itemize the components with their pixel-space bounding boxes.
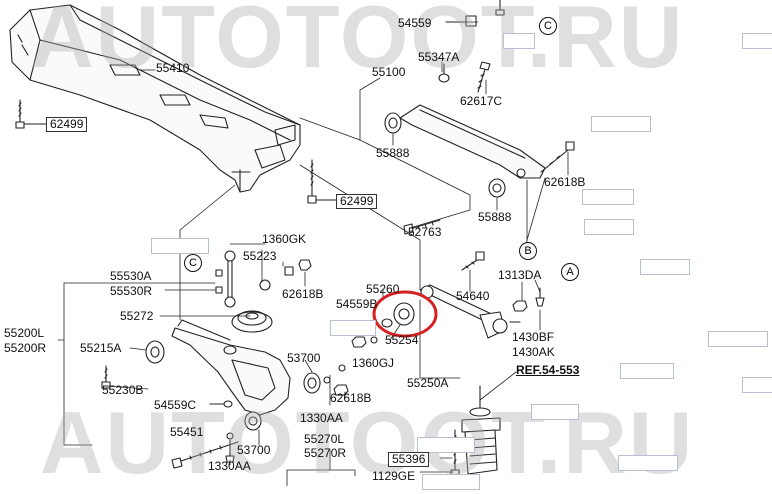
part-label: 55530R [110,284,153,298]
part-label: 53700 [237,443,271,457]
washer-54559C [209,400,233,408]
blank-box [708,331,768,347]
ref-circle-c-left: C [184,254,202,272]
upper-control-arm [384,104,575,198]
nut-54559B [351,318,393,348]
washer-and-bolt-upper [438,61,491,93]
part-label: 53700 [287,351,321,365]
part-label: 54640 [456,289,490,303]
part-label: 1360GJ [352,356,395,370]
part-label: 55888 [376,146,410,160]
blank-box [742,33,772,49]
blank-box [584,219,634,235]
bolt-55451 [171,441,239,469]
bolt-55230B [101,365,111,389]
part-label: 55530A [110,269,152,283]
bushing-53700-upper [303,372,331,394]
ref-circle-a: A [561,263,579,281]
subframe-crossmember [9,4,301,193]
part-label: 62618B [282,287,324,301]
part-label: 55254 [385,333,419,347]
blank-box [640,259,690,275]
blank-box [618,455,678,471]
part-label: 1313DA [498,268,542,282]
part-label: 54559B [336,297,378,311]
part-label: 62618B [330,391,372,405]
part-label: 62617C [460,94,503,108]
bushing-55223 [259,259,312,291]
bolt-54640 [461,251,485,271]
part-label: 55215A [80,341,122,355]
part-label: 55270L [304,432,345,446]
part-label: 54559 [398,16,432,30]
blank-box [151,238,209,254]
bolt-62499-mid [307,159,337,204]
blank-box [417,437,475,453]
bolt-62499-left [15,99,47,129]
part-label: 55451 [170,425,204,439]
stabilizer-link [215,250,236,308]
blank-box [582,189,634,205]
part-label: 55396 [388,452,430,467]
blank-box [531,404,579,420]
part-label: 1330AA [300,411,343,425]
part-label: 55100 [372,65,406,79]
part-label: 55260 [366,282,400,296]
part-label: 1330AA [208,459,251,473]
leader-lines [57,21,569,486]
part-label: 55250A [407,376,449,390]
ref-circle-c-top: C [539,17,557,35]
part-label: 55223 [243,249,277,263]
part-label: 62499 [46,117,88,132]
highlight-callout-ring [372,290,438,338]
part-label: 52763 [408,225,442,239]
lower-link [393,284,521,339]
part-label: 1360GK [262,232,307,246]
blank-box [330,320,376,336]
bolt-1330AA-low [225,432,235,463]
part-label: 62618B [544,175,586,189]
part-label: 1430BF [512,330,555,344]
part-label: 55410 [156,61,190,75]
ref-label: REF.54-553 [516,363,580,377]
nut-1313DA [512,287,545,312]
nut-62618B-low [333,364,349,396]
blank-box [503,33,535,49]
part-label: 1129GE [372,469,416,483]
ref-circle-b: B [519,242,537,260]
part-label: 55230B [102,383,144,397]
blank-box [742,377,772,393]
blank-box [591,116,651,132]
part-label: 55200L [4,326,45,340]
spring-seat [231,310,273,333]
part-label: 55200R [4,341,47,355]
part-label: 55347A [418,50,460,64]
part-label: 55888 [478,210,512,224]
lower-control-arm [145,319,291,431]
part-label: 62499 [336,194,378,209]
shock-absorber [450,385,501,479]
blank-box [620,363,674,379]
part-label: 55272 [120,309,154,323]
blank-box [422,474,480,490]
part-label: 55270R [304,446,347,460]
part-label: 1430AK [512,345,555,359]
part-label: 54559C [154,398,197,412]
